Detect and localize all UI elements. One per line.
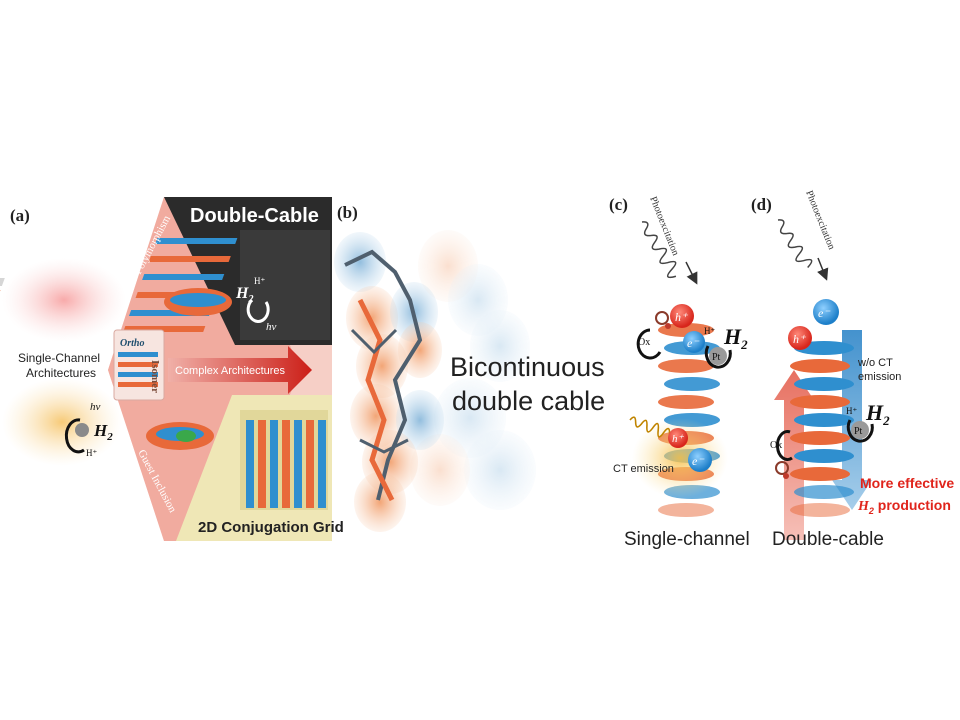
panel-d-label: (d) (751, 195, 772, 214)
panel-a-label: (a) (10, 206, 30, 225)
double-cable-stack (123, 230, 330, 340)
d-pt-label: Pt (854, 426, 863, 437)
polymorph-molecule (164, 288, 232, 316)
double-cable-title: Double-Cable (190, 205, 319, 227)
a-hplus-label-bottom: H⁺ (86, 448, 97, 458)
b-double-cable-column (334, 232, 444, 532)
conjugation-grid-illustration (240, 410, 328, 510)
single-channel-label-1: Single-Channel (18, 351, 100, 365)
panel-b: (b) Bicontinuous do (334, 203, 605, 532)
b-title-line1: Bicontinuous (450, 352, 605, 382)
c-electron-bottom-label: e⁻ (692, 454, 705, 468)
c-pt-label: Pt (712, 352, 721, 363)
a-hv-label-top: hν (266, 321, 277, 333)
d-pt-catalyst: Pt (846, 419, 874, 443)
c-h2-label: H2 (723, 324, 748, 352)
ortho-label: Ortho (120, 338, 144, 349)
a-h2-reaction-top: H2 H⁺ hν (235, 276, 277, 333)
ortho-isomer-box: Ortho Isomer (113, 329, 165, 401)
a-cycle-arrow-top (246, 298, 270, 323)
c-ct-glow (632, 418, 728, 498)
a-h2-reaction-bottom: hν H2 H⁺ (64, 401, 113, 458)
c-ct-emission-label: CT emission (613, 463, 674, 475)
c-pt-catalyst: Pt (704, 345, 732, 369)
panel-a: (a) Double-Cable H2 H⁺ hν (0, 197, 344, 541)
a-hplus-label-top: H⁺ (254, 276, 265, 286)
d-h2-cycle-arrow (846, 419, 874, 443)
d-oxidant: Ox (770, 430, 793, 479)
single-channel-yellow-stack (2, 378, 122, 466)
d-hole: h⁺ (788, 326, 812, 350)
d-hole-label: h⁺ (793, 332, 807, 346)
d-wo-ct-line1: w/o CT (857, 357, 893, 369)
d-more-effective-line2: H2 production (857, 497, 951, 516)
c-h2-cycle-arrow (704, 345, 732, 369)
d-caption: Double-cable (772, 529, 884, 550)
c-electron-top-label: e⁻ (687, 336, 700, 350)
d-wo-ct-line2: emission (858, 371, 901, 383)
d-photoexcitation-wave (777, 219, 813, 268)
c-electron-bottom: e⁻ (688, 448, 712, 472)
c-oxidant: Ox (636, 311, 671, 360)
d-hole-transport-arrow (774, 370, 814, 540)
d-electron-label: e⁻ (818, 306, 831, 320)
d-photoexcitation-arrow (817, 257, 829, 281)
a-cycle-arrow-bottom (64, 418, 85, 454)
b-title-line2: double cable (452, 386, 605, 416)
c-ct-emission-wave (629, 416, 676, 441)
complex-architectures-label: Complex Architectures (175, 365, 286, 377)
c-photoexcitation-wave (641, 221, 677, 279)
c-hole-top-label: h⁺ (675, 310, 689, 324)
c-electron-top: e⁻ (683, 331, 705, 353)
c-hole-bottom-label: h⁺ (672, 433, 685, 445)
single-channel-label-2: Architectures (26, 366, 96, 380)
d-ox-cycle-arrow (776, 430, 793, 462)
b-faded-column (410, 230, 536, 510)
conjugation-grid-label: 2D Conjugation Grid (198, 519, 344, 536)
c-ox-label: Ox (638, 337, 650, 348)
single-channel-pink-stack (0, 258, 126, 342)
panel-b-label: (b) (337, 203, 358, 222)
c-hole-bottom: h⁺ (668, 428, 688, 448)
guest-inclusion-molecule (146, 422, 214, 450)
panel-c: (c) Photoexcitation h⁺ e⁻ H⁺ (609, 195, 750, 550)
panel-d: (d) Photoexcitation e⁻ h⁺ (751, 189, 954, 550)
d-h2-label: H2 (865, 400, 890, 428)
c-hole-top: h⁺ (670, 304, 694, 328)
d-more-effective-line1: More effective (860, 475, 954, 491)
c-hplus-label: H⁺ (704, 326, 715, 336)
a-hv-label-bottom: hν (90, 401, 101, 413)
d-photoexcitation-label: Photoexcitation (803, 189, 837, 251)
c-photoexcitation-arrow (685, 261, 698, 285)
panel-c-label: (c) (609, 195, 628, 214)
isomer-label: Isomer (149, 360, 161, 393)
complex-architectures-arrow: Complex Architectures (168, 346, 312, 394)
c-caption: Single-channel (624, 529, 750, 550)
a-h2-label-bottom: H2 (93, 421, 113, 443)
d-hplus-label: H⁺ (846, 406, 857, 416)
c-ox-cycle-arrow (636, 328, 662, 360)
d-electron: e⁻ (813, 299, 839, 325)
